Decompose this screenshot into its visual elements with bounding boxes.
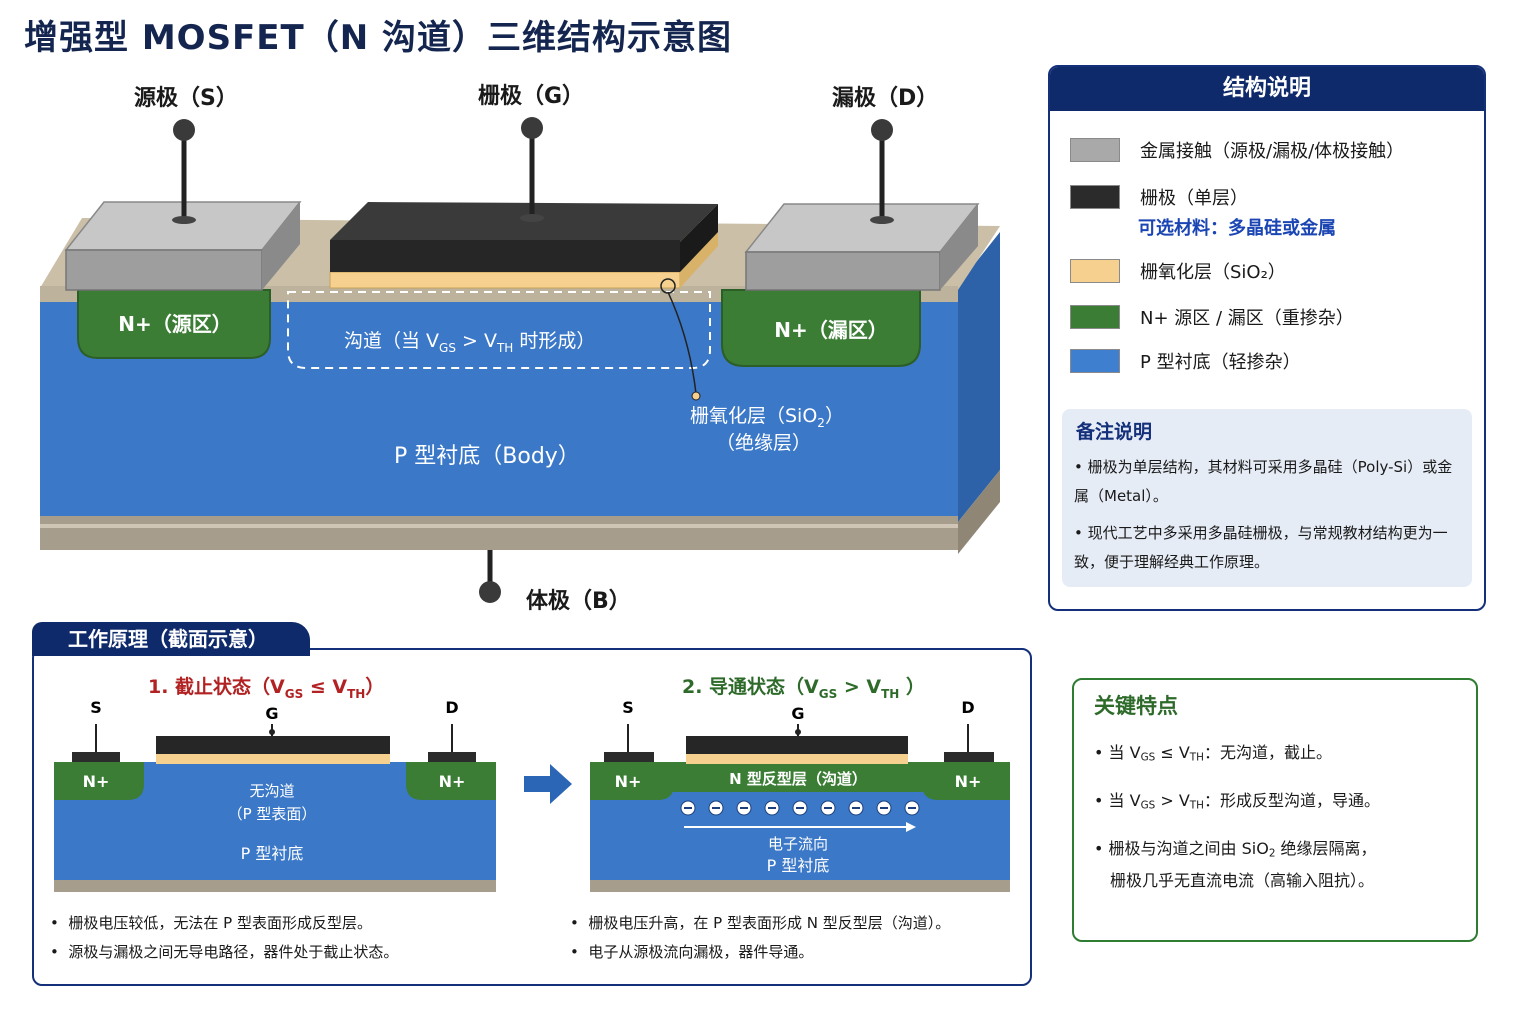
page-title: 增强型 MOSFET（N 沟道）三维结构示意图 [24, 18, 732, 58]
feature-item: • 当 VGS > VTH：形成反型沟道，导通。 [1094, 791, 1380, 812]
source-terminal-ball [173, 119, 195, 141]
legend-panel: 结构说明 金属接触（源极/漏极/体极接触） 栅极（单层） 可选材料：多晶硅或金属… [1048, 65, 1486, 611]
n-source-label: N+（源区） [118, 312, 232, 336]
n-source-region [77, 289, 271, 359]
electron-flow-label: 电子流向 [768, 835, 828, 853]
off-s-label: S [90, 698, 102, 717]
off-d-label: D [445, 698, 458, 717]
note-item: • 栅极为单层结构，其材料可采用多晶硅（Poly-Si）或金属（Metal）。 [1074, 458, 1453, 505]
gate-oxide-front [329, 271, 681, 289]
body-contact-layer [40, 516, 958, 550]
oxide-swatch [1070, 259, 1120, 283]
p-substrate-swatch [1070, 349, 1120, 373]
off-n-source [54, 762, 144, 800]
on-substrate-label: P 型衬底 [767, 856, 830, 875]
gate-terminal-ball [521, 117, 543, 139]
on-bullet: • 栅极电压升高，在 P 型表面形成 N 型反型层（沟道）。 [570, 914, 951, 932]
p-surface-label: （P 型表面） [228, 805, 317, 823]
gate-material-note: 可选材料：多晶硅或金属 [1138, 218, 1336, 239]
substrate-side-face [958, 232, 1000, 522]
body-terminal-ball [479, 581, 501, 603]
drain-terminal-label: 漏极（D） [832, 86, 939, 111]
on-state-title: 2. 导通状态（VGS > VTH ） [682, 675, 925, 701]
no-channel-label: 无沟道 [249, 782, 294, 800]
legend-item-oxide: 栅氧化层（SiO₂） [1070, 258, 1286, 284]
on-bullet: • 电子从源极流向漏极，器件导通。 [570, 943, 814, 961]
metal-swatch [1070, 138, 1120, 162]
on-gate [686, 736, 908, 754]
on-n-source-label: N+ [615, 772, 642, 791]
on-body-contact [590, 880, 1010, 892]
on-n-source [590, 762, 674, 800]
n-plus-swatch [1070, 305, 1120, 329]
oxide-insulator-label: （绝缘层） [716, 432, 811, 454]
legend-item-n-plus: N+ 源区 / 漏区（重掺杂） [1070, 304, 1354, 330]
cross-section-diagrams: 1. 截止状态（VGS ≤ VTH） S G D N+ N+ 无沟道 （P 型表… [54, 675, 1010, 892]
feature-item: • 当 VGS ≤ VTH：无沟道，截止。 [1094, 743, 1332, 764]
gate-terminal-label: 栅极（G） [478, 84, 585, 109]
p-substrate-label: P 型衬底（Body） [394, 444, 580, 469]
off-bullet: • 栅极电压较低，无法在 P 型表面形成反型层。 [50, 914, 372, 932]
gate-swatch [1070, 185, 1120, 209]
off-n-source-label: N+ [83, 772, 110, 791]
on-s-label: S [622, 698, 634, 717]
notes-title: 备注说明 [1076, 421, 1153, 443]
channel-label: 沟道（当 VGS > VTH 时形成） [344, 330, 595, 355]
right-arrow-icon [524, 764, 572, 804]
note-item: • 现代工艺中多采用多晶硅栅极，与常规教材结构更为一致，便于理解经典工作原理。 [1074, 524, 1448, 571]
feature-item-continued: 栅极几乎无直流电流（高输入阻抗）。 [1110, 871, 1375, 890]
legend-item-p-substrate: P 型衬底（轻掺杂） [1070, 348, 1301, 374]
gate-top [330, 202, 718, 242]
source-terminal-label: 源极（S） [134, 86, 238, 111]
on-g-label: G [791, 704, 804, 723]
key-features-panel: 关键特点 • 当 VGS ≤ VTH：无沟道，截止。 • 当 VGS > VTH… [1072, 678, 1478, 942]
on-d-label: D [961, 698, 974, 717]
gate-front [330, 240, 680, 272]
drain-metal-front [745, 251, 941, 291]
notes-box: 备注说明 • 栅极为单层结构，其材料可采用多晶硅（Poly-Si）或金属（Met… [1062, 409, 1472, 587]
legend-item-metal: 金属接触（源极/漏极/体极接触） [1070, 137, 1404, 163]
drain-metal-top [744, 203, 980, 253]
working-principle-panel [32, 648, 1032, 986]
on-n-drain-label: N+ [955, 772, 982, 791]
n-drain-region [721, 289, 921, 367]
body-contact-side [958, 470, 1000, 554]
electron-row [680, 800, 920, 816]
inversion-layer [664, 762, 934, 792]
off-body-contact [54, 880, 496, 892]
off-n-drain [406, 762, 496, 800]
mosfet-3d-diagram: N+（源区） N+（漏区） 沟道（当 VGS > VTH 时形成） 栅氧化层（S… [40, 117, 1000, 603]
inversion-layer-label: N 型反型层（沟道） [729, 770, 867, 788]
feature-item: • 栅极与沟道之间由 SiO2 绝缘层隔离， [1094, 839, 1377, 860]
on-n-drain [922, 762, 1010, 800]
off-oxide [156, 754, 390, 764]
working-principle-tab: 工作原理（截面示意） [32, 622, 310, 656]
legend-item-gate: 栅极（单层） [1070, 184, 1248, 210]
on-oxide [686, 754, 908, 764]
n-drain-label: N+（漏区） [774, 318, 888, 342]
off-g-label: G [265, 704, 278, 723]
oxide-callout-line [667, 291, 697, 395]
drain-terminal-ball [871, 119, 893, 141]
body-terminal-label: 体极（B） [526, 589, 631, 614]
off-substrate-label: P 型衬底 [241, 844, 304, 863]
off-bullet: • 源极与漏极之间无导电路径，器件处于截止状态。 [50, 943, 399, 961]
oxide-label: 栅氧化层（SiO2） [690, 405, 844, 430]
off-n-drain-label: N+ [439, 772, 466, 791]
off-state-title: 1. 截止状态（VGS ≤ VTH） [148, 675, 384, 701]
key-features-title: 关键特点 [1094, 694, 1178, 718]
source-metal-front [65, 249, 263, 291]
off-gate [156, 736, 390, 754]
legend-title: 结构说明 [1050, 67, 1484, 111]
